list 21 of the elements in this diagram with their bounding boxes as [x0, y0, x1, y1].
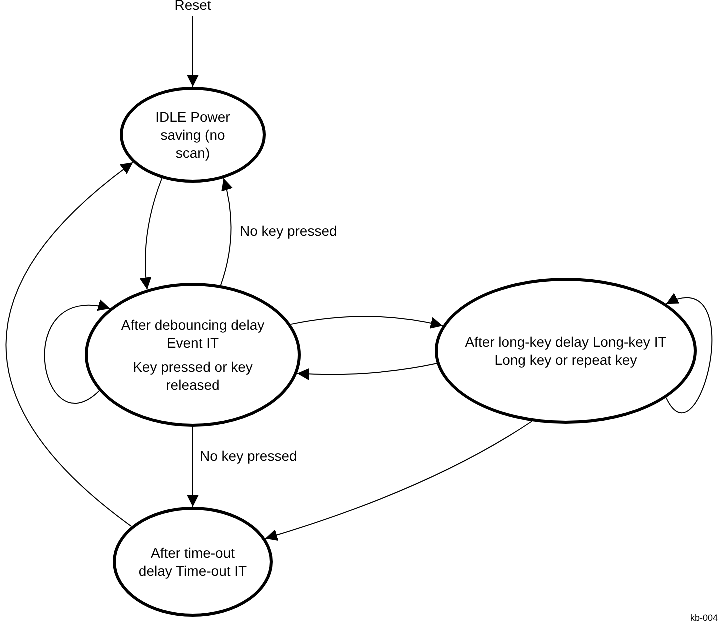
figure-code: kb-004 [690, 614, 718, 623]
arrow [265, 421, 533, 541]
arrow [296, 363, 438, 380]
arrow [220, 178, 233, 286]
arrow [666, 294, 713, 414]
state-text: IDLE Power saving (no scan) [154, 108, 232, 162]
arrow [140, 178, 163, 290]
arrow [187, 16, 199, 88]
state-text: After time-out delay Time-out IT [138, 544, 248, 580]
arrow [290, 316, 444, 330]
arrow [6, 162, 134, 528]
state-text: After long-key delay Long-key IT Long key or repeat key [464, 333, 668, 369]
state-ellipse [85, 283, 301, 427]
state-text: After debouncing delay Event IT [120, 316, 266, 352]
state-ellipse [113, 507, 273, 617]
state-ellipse [120, 87, 266, 183]
state-label: Reset [163, 0, 223, 12]
state-ellipse [435, 278, 697, 424]
arrow [44, 301, 111, 404]
arrow [187, 426, 199, 508]
state-text: Key pressed or key released [132, 358, 254, 394]
